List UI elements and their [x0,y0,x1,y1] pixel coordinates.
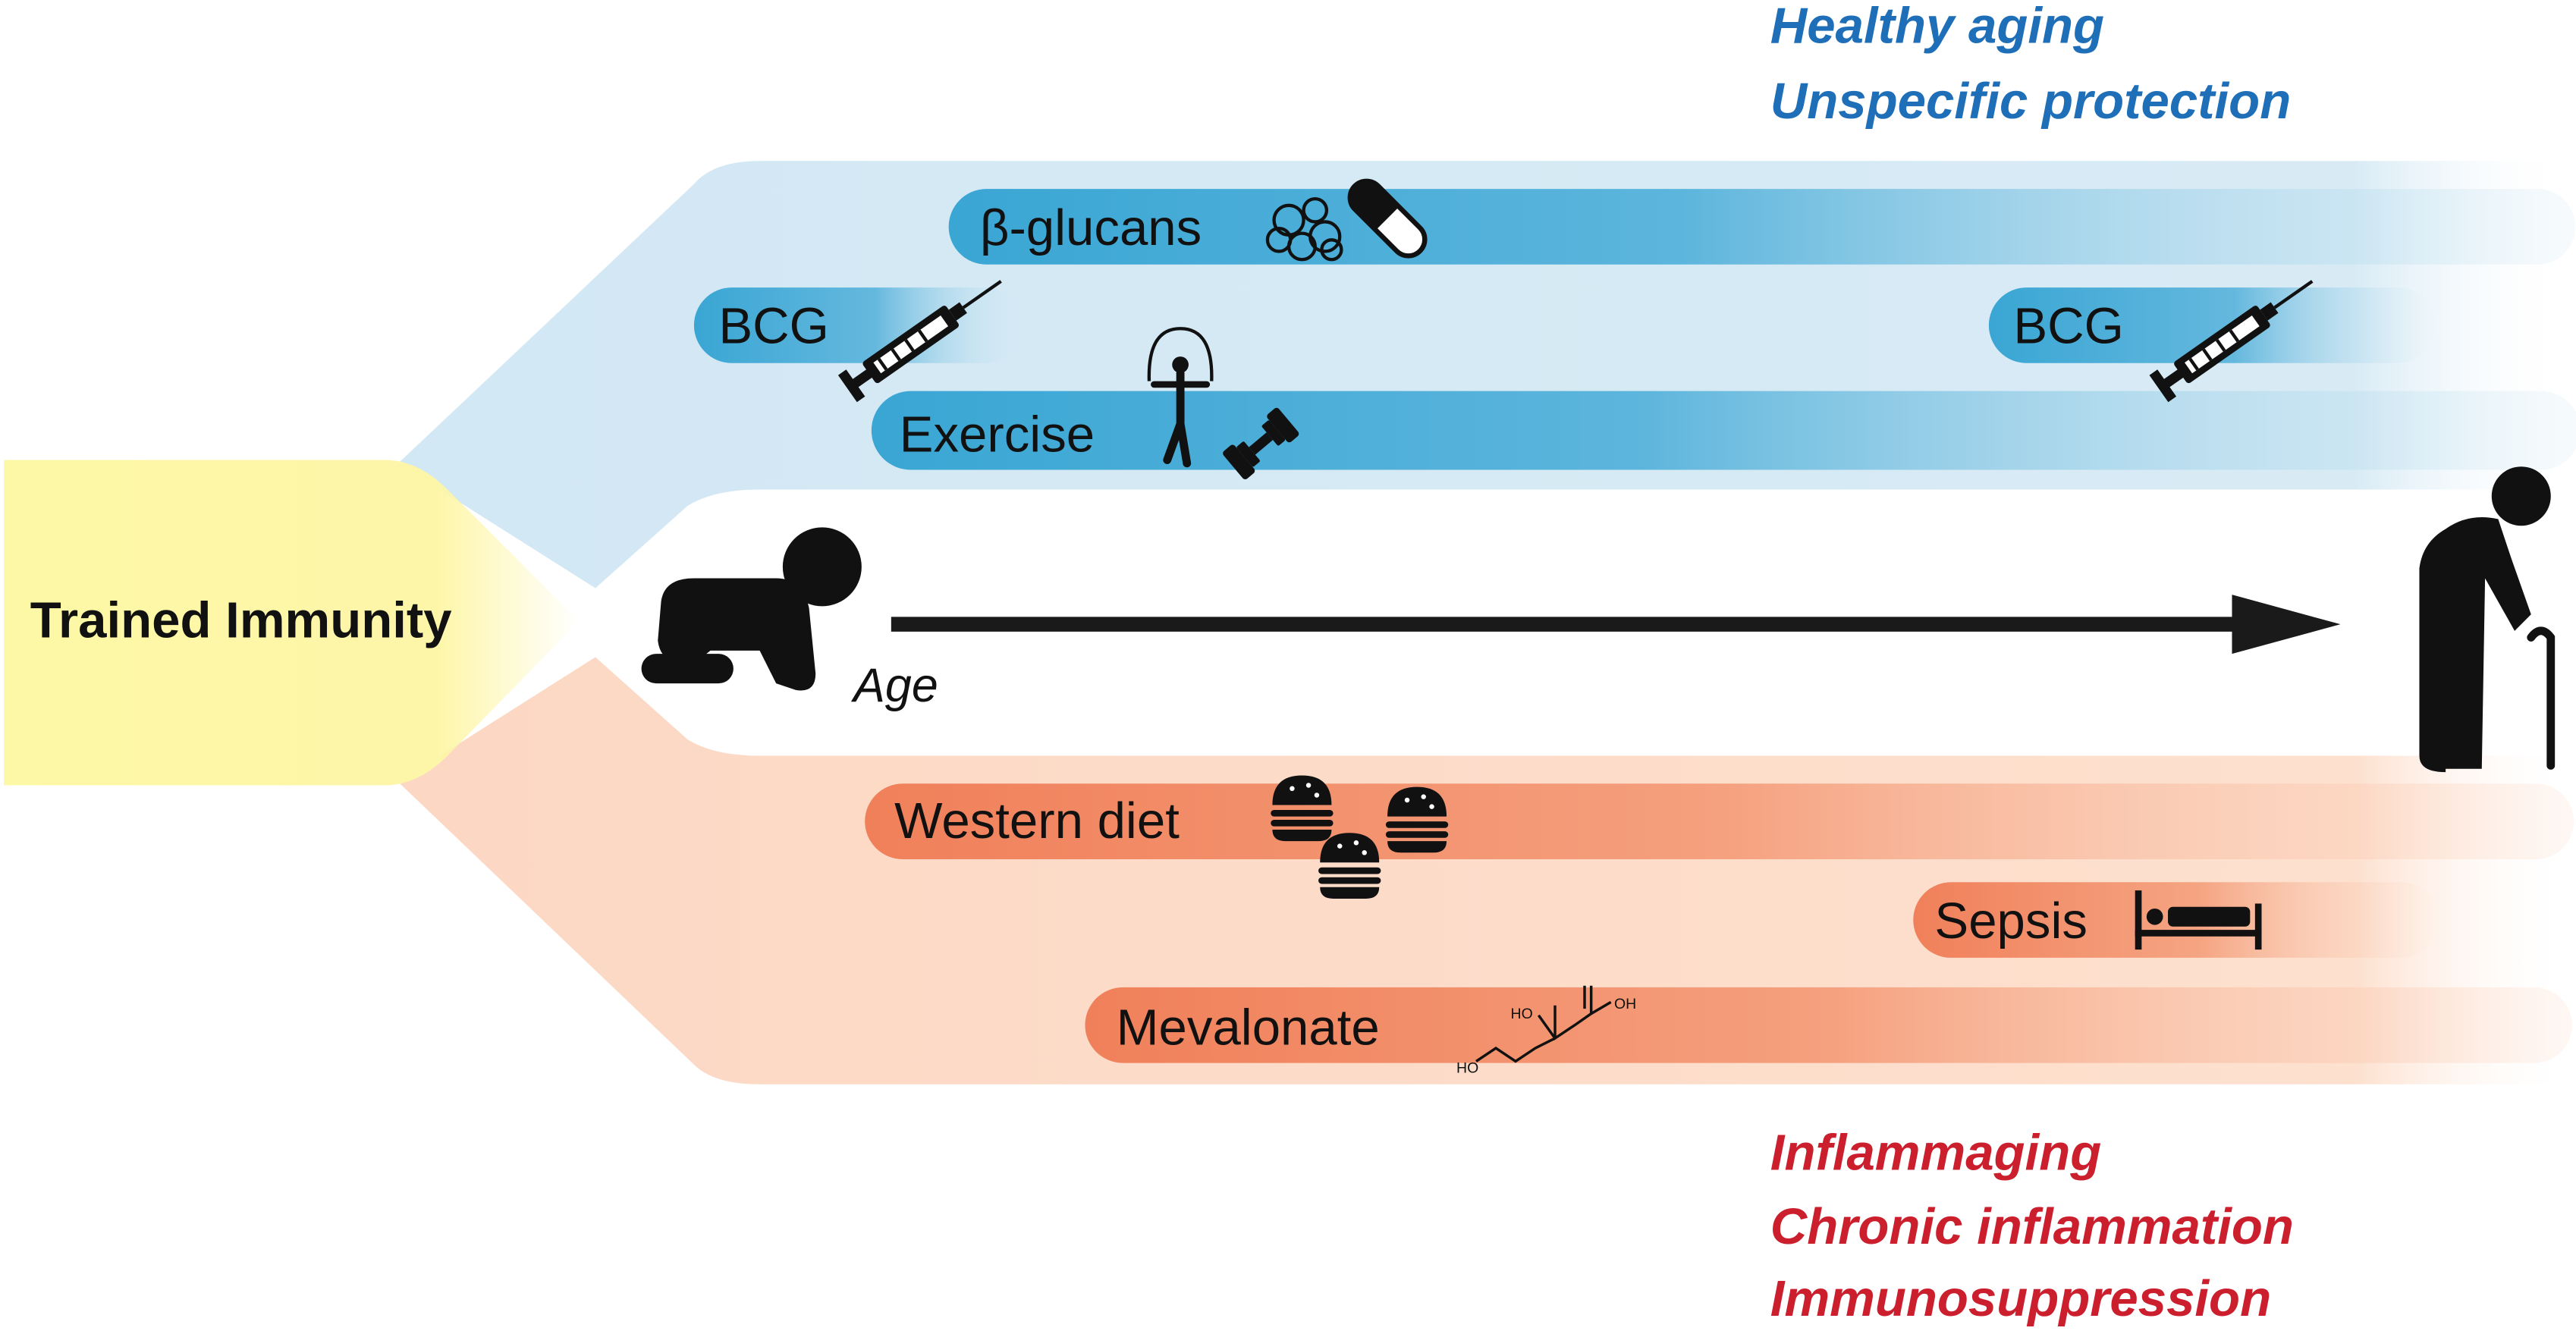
pill-exercise [871,391,2576,470]
molecule-label-oh: OH [1614,996,1636,1012]
dumbbell-icon [1223,407,1299,480]
jump-rope-person-icon [1147,327,1214,468]
trained-immunity-label: Trained Immunity [30,592,452,649]
elderly-person-icon [2419,466,2556,773]
label-glucans: β-glucans [980,199,1202,256]
capsule-icon [1347,178,1428,259]
positive-outcome-unspecific-protection: Unspecific protection [1770,73,2291,130]
burger-icon [1385,786,1449,853]
positive-outcome-healthy-aging: Healthy aging [1770,0,2104,54]
molecule-label-ho-bottom: HO [1456,1060,1478,1077]
burger-icon [1271,775,1334,842]
pill-bcg-early [693,287,1023,363]
label-mevalonate: Mevalonate [1117,1000,1380,1056]
syringe-icon [837,280,1002,403]
mevalonate-structure-icon: HO OH HO [1456,985,1636,1077]
age-arrow [891,595,2341,654]
burger-icon [1318,833,1381,899]
label-western-diet: Western diet [894,793,1180,849]
negative-band [397,657,2572,1084]
age-label: Age [850,659,938,712]
positive-band [397,161,2572,589]
origin-band [4,460,580,786]
syringe-icon [2149,280,2314,403]
label-bcg-late: BCG [2013,298,2124,355]
hospital-bed-icon [2135,890,2262,950]
pill-mevalonate [1085,987,2572,1063]
negative-outcome-chronic-inflammation: Chronic inflammation [1770,1198,2294,1255]
label-exercise: Exercise [900,406,1095,463]
glucan-molecule-icon [1265,196,1343,262]
label-sepsis: Sepsis [1934,893,2088,949]
label-bcg-early: BCG [718,298,829,355]
baby-icon [641,527,862,691]
pill-bcg-late [1988,287,2436,363]
negative-outcome-inflammaging: Inflammaging [1770,1124,2101,1181]
negative-outcome-immunosuppression: Immunosuppression [1770,1270,2271,1327]
molecule-label-ho-top: HO [1511,1006,1533,1022]
